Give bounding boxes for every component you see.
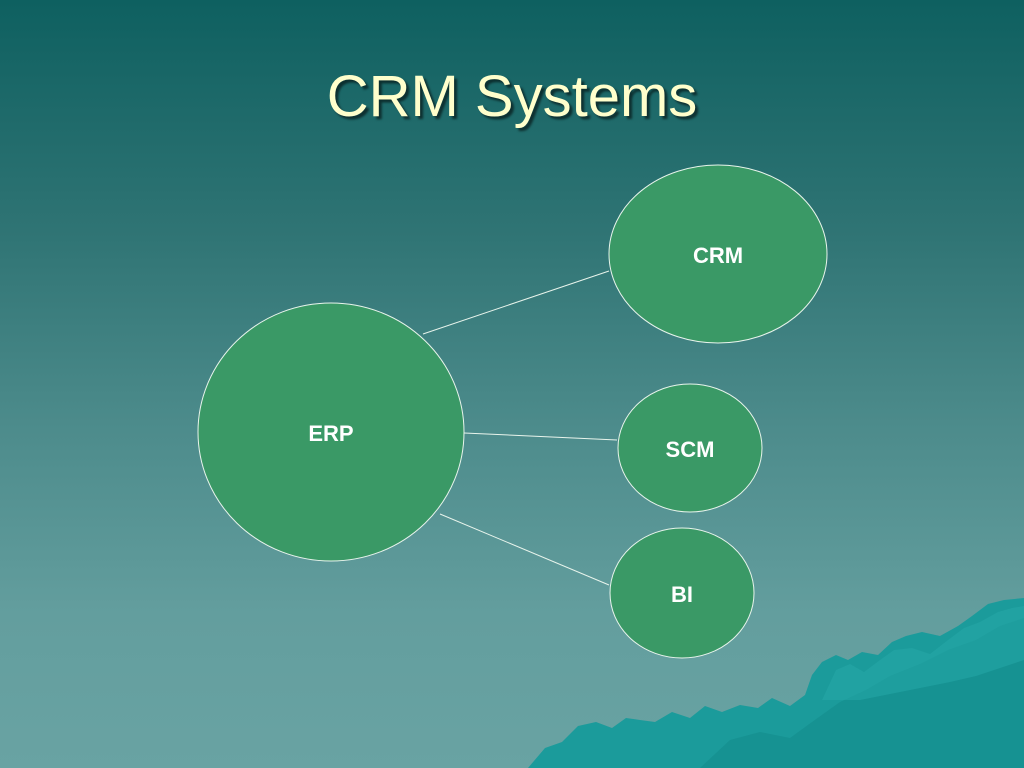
edge-erp-bi — [439, 513, 610, 586]
node-bi-label: BI — [671, 582, 693, 607]
edge-erp-scm — [463, 432, 618, 441]
slide-title: CRM Systems — [326, 64, 698, 129]
node-erp-label: ERP — [308, 421, 353, 446]
node-crm-label: CRM — [693, 243, 743, 268]
node-scm-label: SCM — [666, 437, 715, 462]
node-crm — [608, 164, 828, 344]
edge-erp-crm — [422, 270, 610, 335]
node-scm — [617, 383, 763, 513]
node-bi — [609, 527, 755, 659]
node-erp — [197, 302, 465, 562]
